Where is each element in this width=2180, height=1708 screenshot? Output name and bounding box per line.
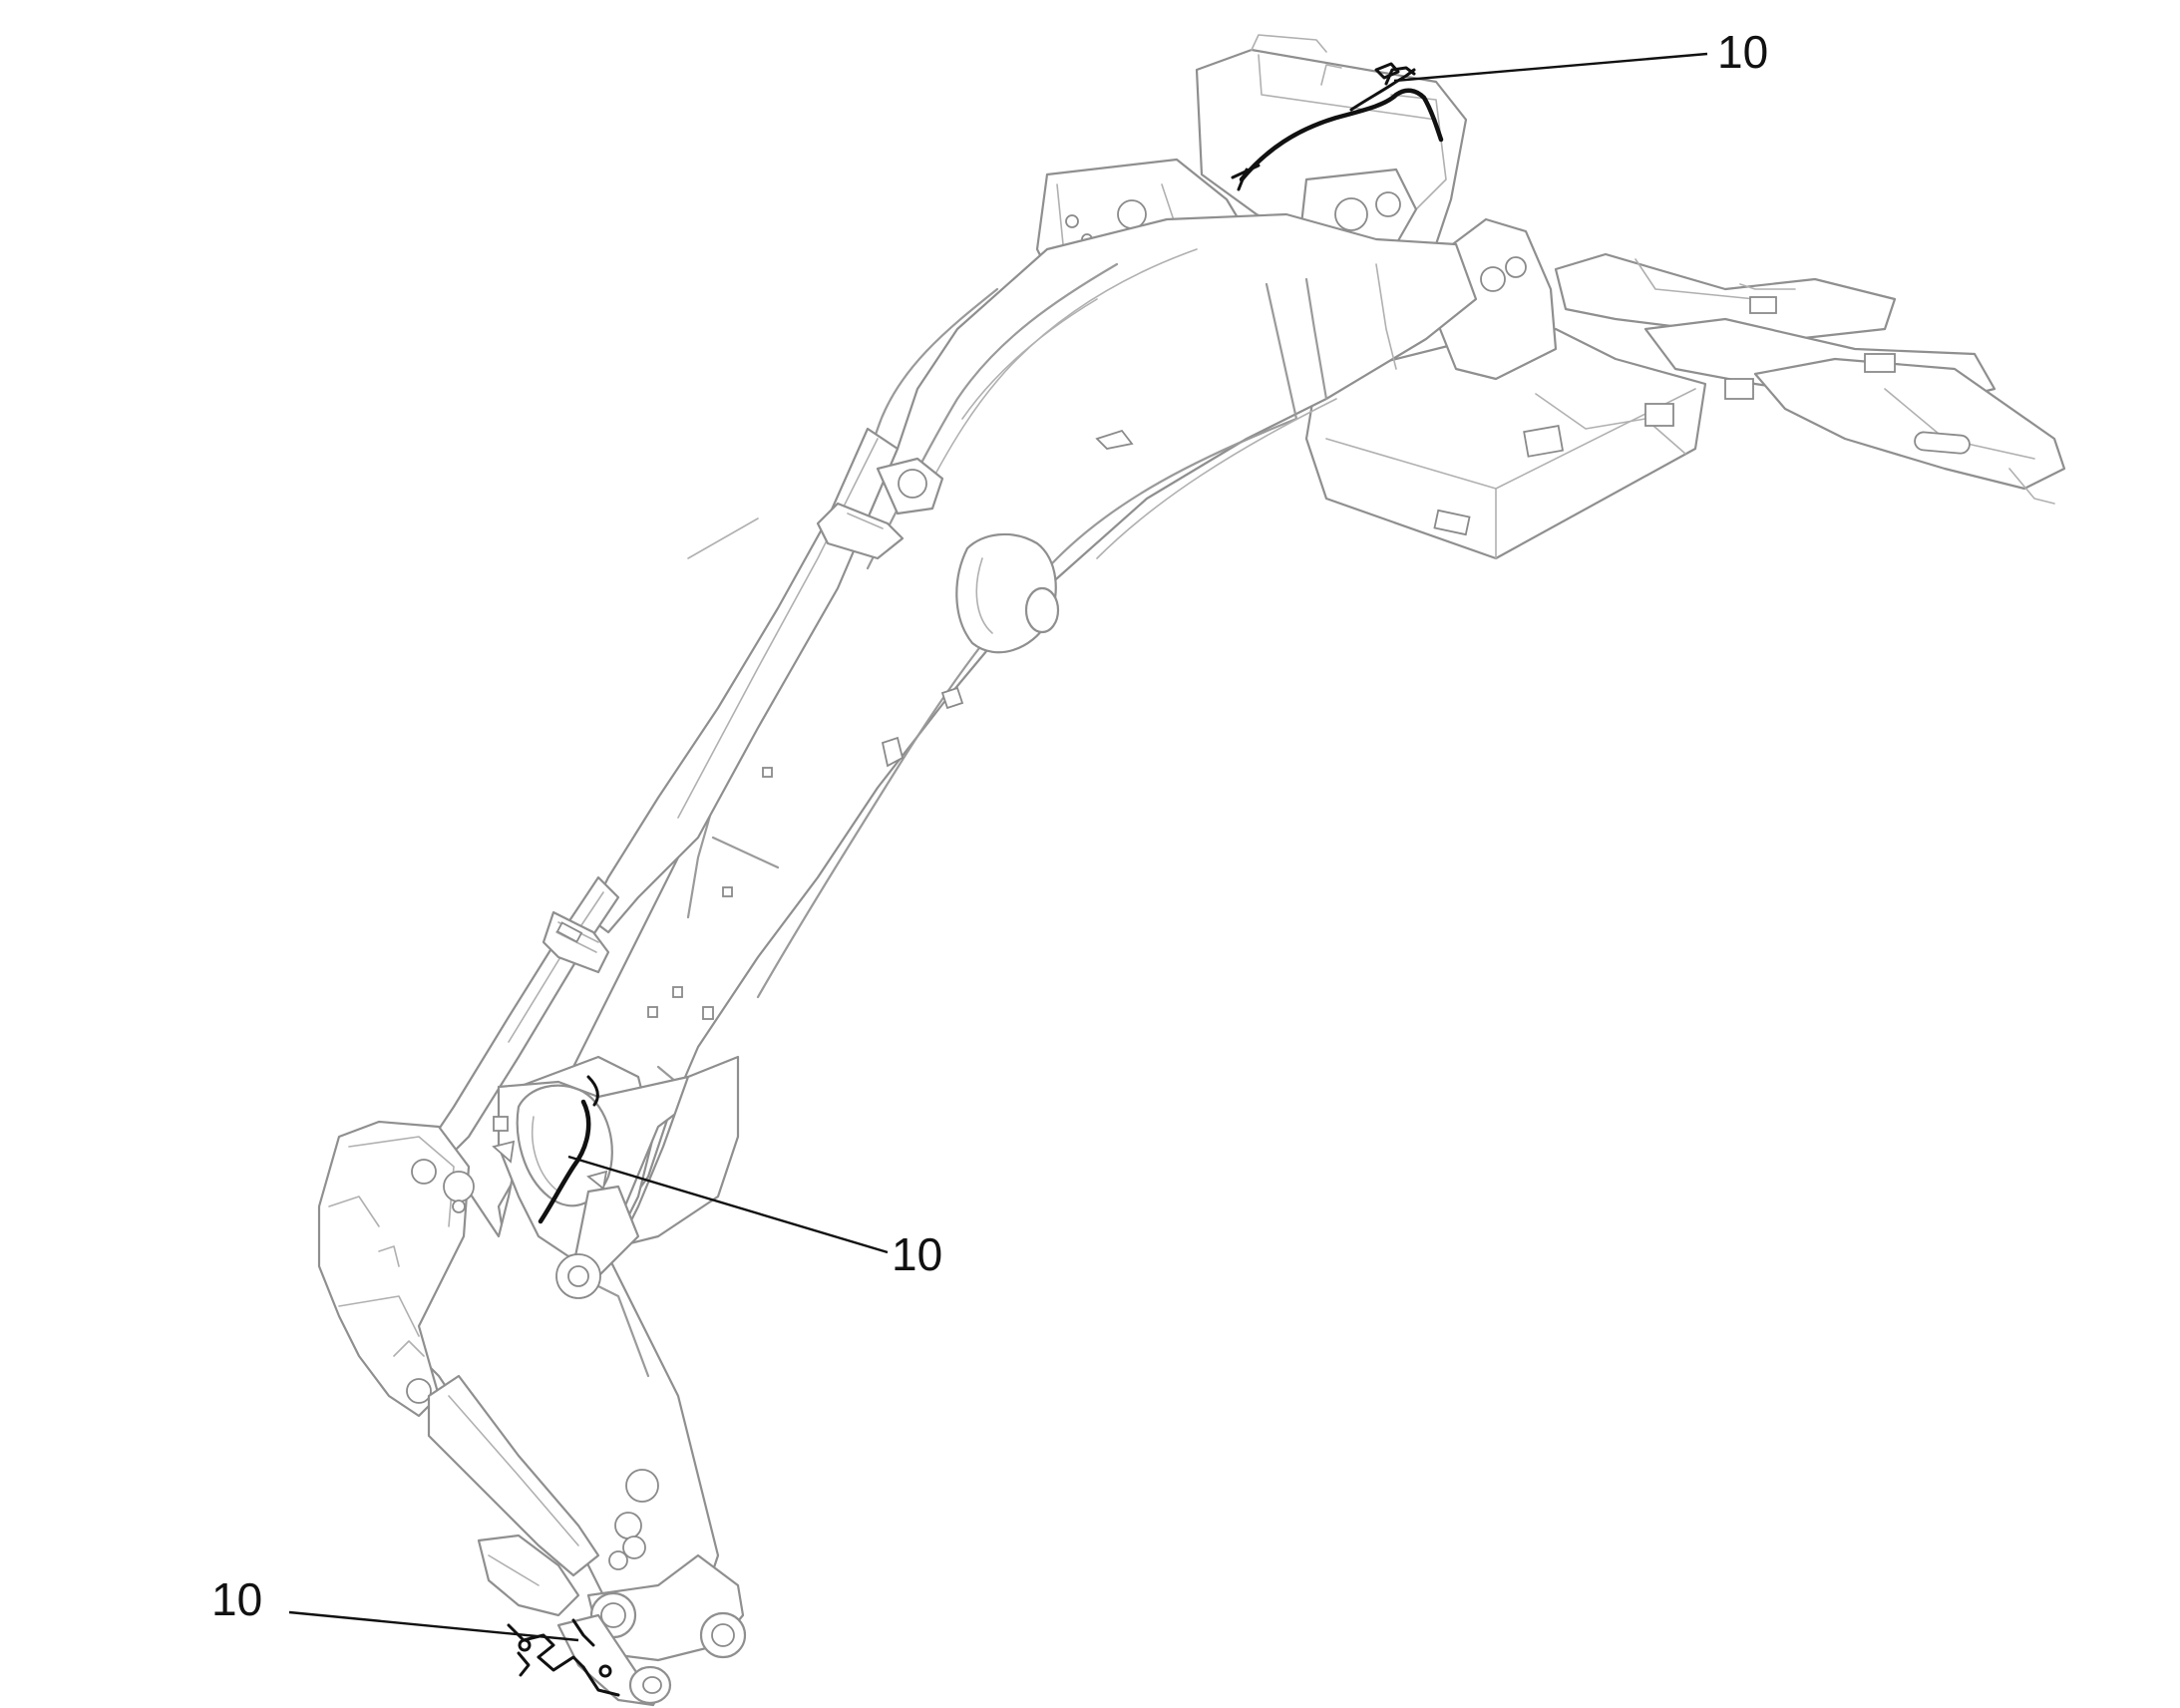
callout-middle: 10 (567, 1155, 942, 1280)
callout-top: 10 (1393, 26, 1768, 83)
callout-label-bottom: 10 (211, 1573, 262, 1625)
boom-cylinder (422, 427, 944, 1169)
leader-line-middle (567, 1155, 889, 1254)
wiring-harness (507, 62, 1444, 1697)
leader-line-bottom (288, 1610, 579, 1642)
callout-bottom: 10 (211, 1573, 579, 1642)
callout-label-middle: 10 (892, 1228, 942, 1280)
callout-label-top: 10 (1717, 26, 1768, 78)
leader-line-top (1393, 52, 1708, 83)
